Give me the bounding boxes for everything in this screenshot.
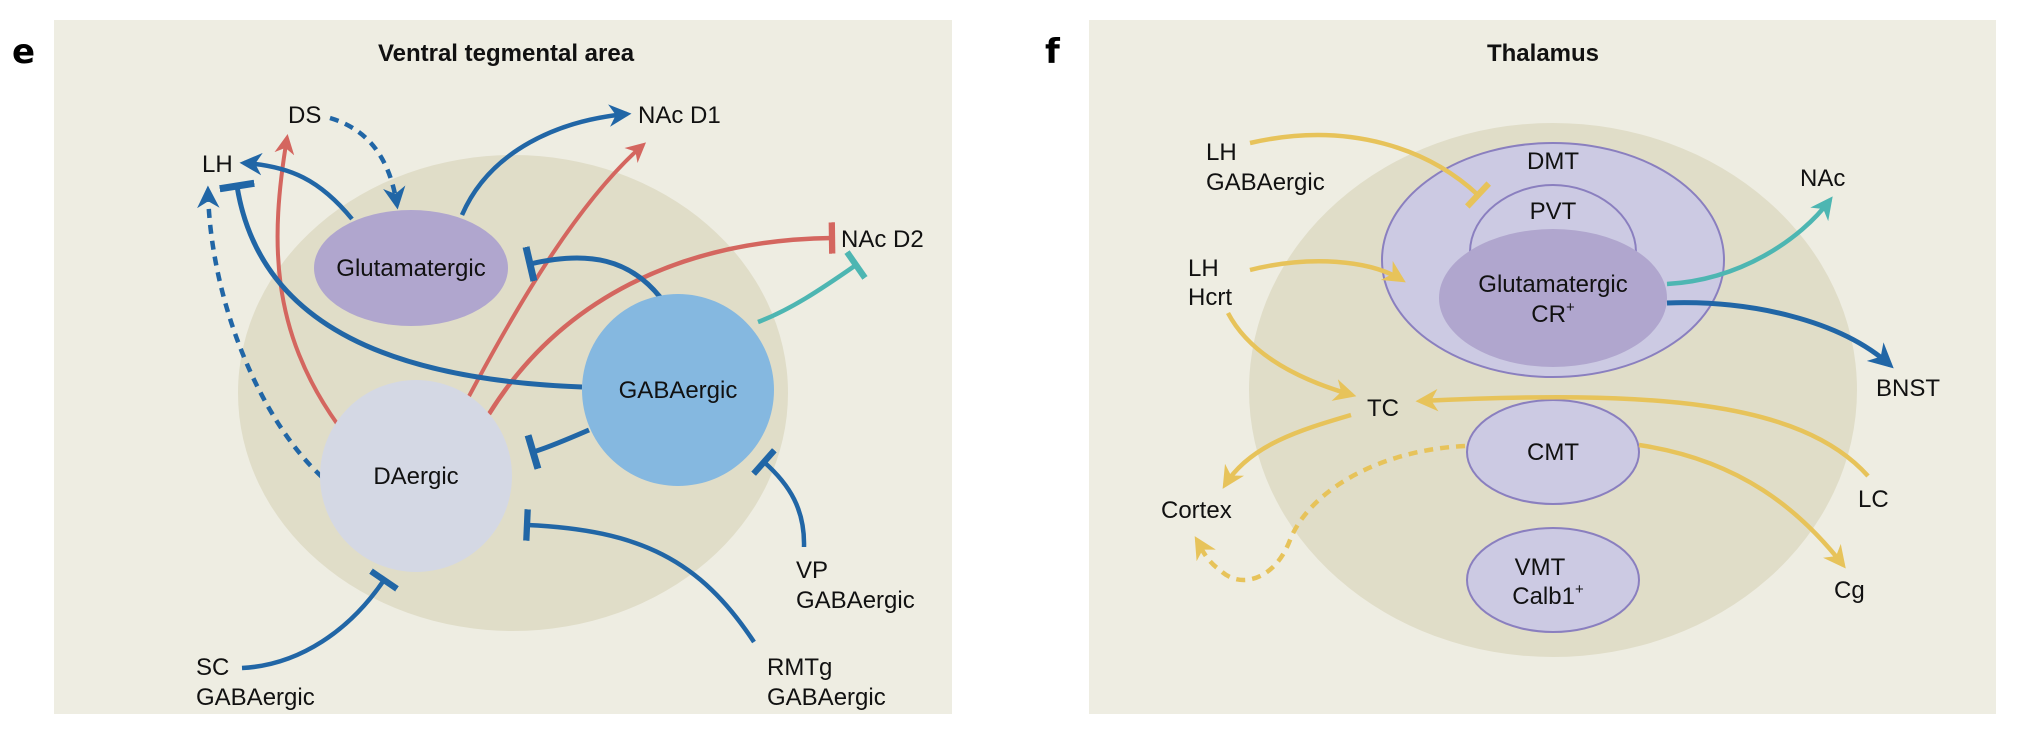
node-glutamatergic-cr-label-line1: Glutamatergic xyxy=(1478,271,1627,298)
node-cmt[interactable]: CMT xyxy=(1466,399,1640,505)
edge-tc-to-cortex xyxy=(1222,412,1352,489)
node-vmt-label-line2: Calb1+ xyxy=(1512,581,1584,610)
cr-superscript: + xyxy=(1566,299,1575,316)
node-cmt-label: CMT xyxy=(1527,439,1579,466)
edge-gabaergic-inhibits-lh xyxy=(219,179,583,390)
edge-lc-to-tc xyxy=(1415,388,1870,478)
edge-lh-hcrt-to-tc xyxy=(1226,311,1357,401)
edge-daergic-to-lh-dashed xyxy=(197,185,324,479)
edge-lh-hcrt-to-dmt xyxy=(1249,259,1406,283)
edge-sc-inhibits-daergic xyxy=(241,568,399,671)
node-gabaergic-shape xyxy=(582,294,774,486)
node-vmt-shape xyxy=(1466,527,1640,633)
node-glutamatergic-shape xyxy=(314,210,508,326)
node-glutamatergic-cr-label-line2: CR+ xyxy=(1531,299,1575,328)
edge-lh-gabaergic-inhibits-pvt xyxy=(1249,132,1492,209)
calb1-superscript: + xyxy=(1575,581,1584,598)
edge-cmt-to-cortex-dashed xyxy=(1194,443,1466,583)
edge-daergic-to-nac-d1 xyxy=(465,142,647,401)
node-daergic-label: DAergic xyxy=(373,463,458,490)
edge-daergic-inhibits-nac-d2 xyxy=(487,222,836,416)
label-bnst: BNST xyxy=(1876,375,1940,402)
edge-rmtg-inhibits-daergic xyxy=(523,509,756,644)
cr-text: CR xyxy=(1531,301,1566,328)
edge-gabaergic-inhibits-daergic xyxy=(524,427,590,470)
label-lh-hcrt-2: Hcrt xyxy=(1188,284,1232,311)
edge-cmt-to-cg xyxy=(1638,442,1846,569)
node-cmt-shape xyxy=(1466,399,1640,505)
panel-e-title: Ventral tegmental area xyxy=(378,40,635,67)
panel-f-title: Thalamus xyxy=(1487,40,1599,67)
label-vp: VP xyxy=(796,557,828,584)
label-cortex: Cortex xyxy=(1161,497,1232,524)
label-nac-d1: NAc D1 xyxy=(638,102,721,129)
node-glutamatergic[interactable]: Glutamatergic xyxy=(314,210,508,326)
node-gabaergic[interactable]: GABAergic xyxy=(582,294,774,486)
node-daergic[interactable]: DAergic xyxy=(320,380,512,572)
node-glutamatergic-cr[interactable]: Glutamatergic CR+ xyxy=(1439,229,1667,367)
edge-gabaergic-inhibits-nac-d2 xyxy=(757,250,868,325)
label-rmtg-gabaergic: GABAergic xyxy=(767,684,886,711)
label-tc: TC xyxy=(1367,395,1399,422)
node-pvt-label: PVT xyxy=(1530,198,1577,225)
node-glutamatergic-label: Glutamatergic xyxy=(336,255,485,282)
panel-f: f Thalamus DMT PVT Glutamatergic CR+ CMT… xyxy=(1045,20,1996,714)
node-vmt-label-line1: VMT xyxy=(1515,554,1566,581)
node-dmt-label: DMT xyxy=(1527,148,1579,175)
label-lh-gabaergic-2: GABAergic xyxy=(1206,169,1325,196)
panel-letter-f: f xyxy=(1045,32,1061,72)
label-nac: NAc xyxy=(1800,165,1845,192)
edge-glutamatergic-to-nac-d1 xyxy=(459,104,632,216)
label-lh-hcrt-1: LH xyxy=(1188,255,1219,282)
node-gabaergic-label: GABAergic xyxy=(619,377,738,404)
label-vp-gabaergic: GABAergic xyxy=(796,587,915,614)
label-lh: LH xyxy=(202,151,233,178)
node-vmt[interactable]: VMT Calb1+ xyxy=(1466,527,1640,633)
label-sc-gabaergic: GABAergic xyxy=(196,684,315,711)
calb1-text: Calb1 xyxy=(1512,583,1575,610)
node-glutamatergic-cr-shape xyxy=(1439,229,1667,367)
edge-gabaergic-inhibits-glutamatergic xyxy=(522,246,662,299)
edge-glutamatergic-cr-to-nac xyxy=(1666,196,1833,287)
label-cg: Cg xyxy=(1834,577,1865,604)
panel-letter-e: e xyxy=(12,32,35,72)
label-sc: SC xyxy=(196,654,229,681)
node-daergic-shape xyxy=(320,380,512,572)
label-ds: DS xyxy=(288,102,321,129)
edge-glutamatergic-to-lh xyxy=(239,152,354,221)
edge-ds-to-glutamatergic-dashed xyxy=(329,115,406,210)
label-lc: LC xyxy=(1858,486,1889,513)
panel-e: e Ventral tegmental area Glutamatergic D… xyxy=(12,20,952,714)
edge-glutamatergic-cr-to-bnst xyxy=(1666,300,1894,369)
label-rmtg: RMTg xyxy=(767,654,832,681)
label-nac-d2: NAc D2 xyxy=(841,226,924,253)
label-lh-gabaergic-1: LH xyxy=(1206,139,1237,166)
edge-vp-inhibits-gabaergic xyxy=(751,448,807,548)
